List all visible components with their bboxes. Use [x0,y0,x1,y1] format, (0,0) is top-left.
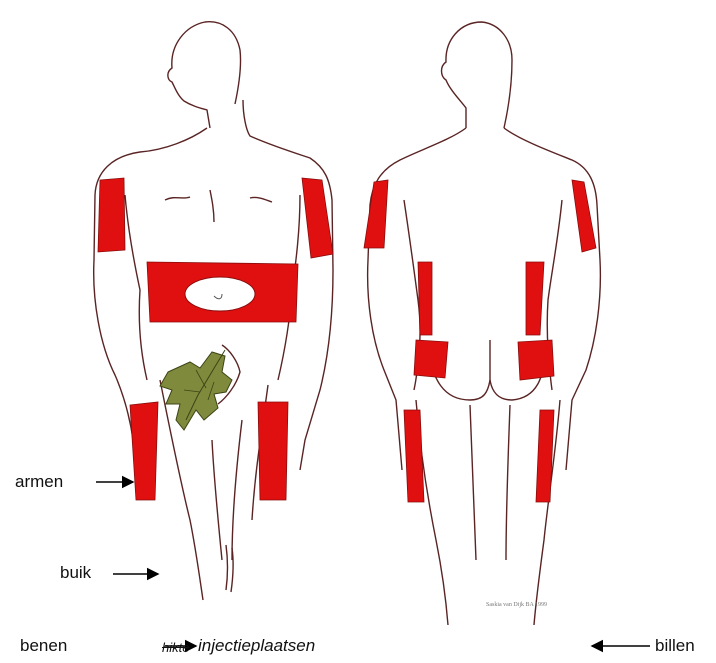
fig-leaf-icon [160,350,232,430]
front-right-thigh-zone [258,402,288,500]
label-armen: armen [15,472,63,492]
front-injection-zones [98,178,333,500]
back-left-flank-zone [418,262,432,335]
front-left-arm-zone [98,178,125,252]
back-right-arm-zone [572,180,596,252]
back-left-thigh-zone [404,410,424,502]
title-struck-text: hikte [162,637,189,657]
front-left-thigh-zone [130,402,158,500]
label-buik: buik [60,563,91,583]
back-right-buttock-zone [518,340,554,380]
back-head [442,22,513,128]
label-benen: benen [20,636,67,656]
front-head [168,22,241,128]
back-right-thigh-zone [536,410,554,502]
back-injection-zones [364,180,596,502]
back-right-flank-zone [526,262,544,335]
back-figure [368,22,601,625]
back-left-arm-zone [364,180,388,248]
back-body-outline [368,128,601,470]
artist-signature: Saskia van Dijk BA 1999 [486,602,547,608]
front-right-arm-zone [302,178,333,258]
label-billen: billen [655,636,695,656]
navel-cutout [185,277,255,311]
back-left-buttock-zone [414,340,448,378]
title-injectieplaatsen: injectieplaatsen [198,636,315,656]
